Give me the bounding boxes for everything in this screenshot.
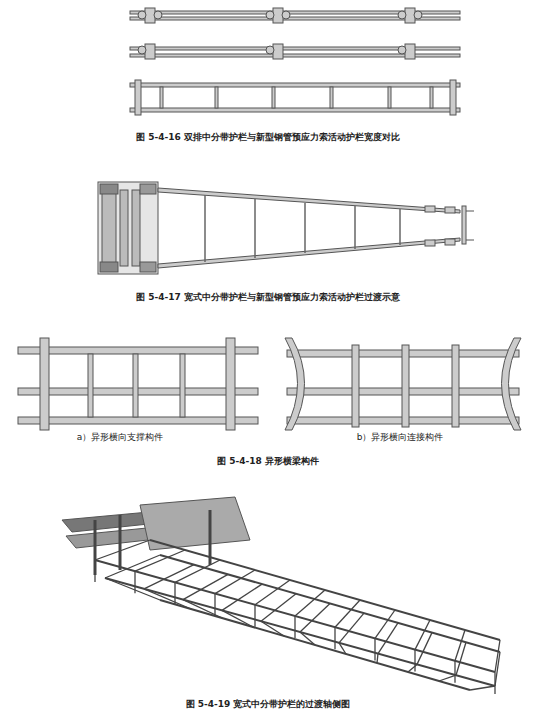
rail-stroke: [339, 613, 364, 643]
rail-stroke: [300, 632, 315, 645]
rail-stroke: [439, 675, 456, 681]
rail-stroke: [105, 578, 495, 686]
rail-stroke: [183, 600, 222, 618]
rail-stroke: [160, 555, 500, 652]
rail-stroke: [378, 623, 398, 654]
rail-stroke: [94, 520, 97, 575]
figure-caption: 图 5-4-19 宽式中分带护栏的过渡轴侧图: [186, 699, 351, 710]
rail-stroke: [300, 604, 330, 633]
rail-stroke: [215, 570, 255, 594]
figure-caption: 图 5-4-18 异形横梁构件: [217, 456, 319, 467]
rail-stroke: [254, 605, 255, 627]
rail-stroke: [255, 580, 290, 605]
rail-stroke: [495, 652, 500, 686]
rail-stroke: [339, 643, 346, 654]
rail-stroke: [456, 642, 466, 675]
rail-stroke: [374, 638, 375, 660]
rail-stroke: [494, 672, 495, 694]
rail-stroke: [261, 594, 296, 621]
rail-stroke: [470, 686, 495, 690]
rail-stroke: [415, 620, 430, 650]
sub-caption: b）异形横向连接构件: [357, 432, 444, 443]
rail-stroke: [377, 654, 378, 663]
rail-stroke: [160, 600, 470, 690]
rail-stroke: [183, 574, 228, 599]
sub-caption: a）异形横向支撑构件: [77, 432, 164, 443]
rail-stroke: [175, 560, 220, 582]
rail-stroke: [95, 560, 495, 672]
rail-stroke: [414, 650, 415, 672]
rail-stroke: [209, 510, 212, 565]
rail-stroke: [174, 582, 175, 604]
rail-stroke: [214, 594, 215, 616]
figure-caption: 图 5-4-17 宽式中分带护栏与新型钢管预应力索活动护栏过渡示意: [136, 292, 400, 303]
rail-stroke: [105, 555, 160, 578]
rail-stroke: [95, 540, 150, 560]
rail-stroke: [119, 515, 122, 570]
rail-stroke: [105, 578, 160, 600]
rail-stroke: [134, 571, 135, 593]
rail-stroke: [417, 633, 432, 665]
rail-stroke: [261, 621, 284, 636]
rail-stroke: [408, 664, 417, 672]
rail-stroke: [222, 610, 253, 627]
figure-caption: 图 5-4-16 双排中分带护栏与新型钢管预应力索活动护栏宽度对比: [136, 132, 400, 143]
rail-stroke: [135, 550, 185, 571]
rail-stroke: [294, 616, 295, 638]
rail-stroke: [375, 610, 395, 638]
rail-stroke: [334, 627, 335, 649]
rail-stroke: [222, 584, 262, 610]
rail-stroke: [454, 661, 455, 683]
rail-stroke: [455, 630, 465, 661]
